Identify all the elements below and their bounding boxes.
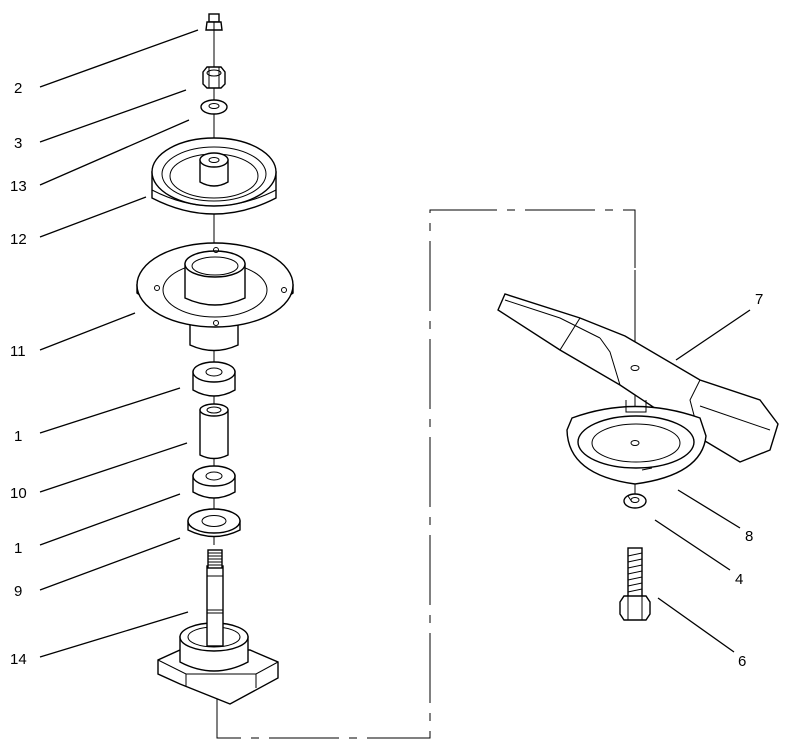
blade-adapter-part [566, 400, 707, 485]
blade-part [497, 293, 779, 463]
leader-line-4 [654, 519, 731, 571]
washer-part [200, 99, 228, 115]
leader-line-3 [39, 89, 187, 143]
leader-line-8 [677, 489, 741, 529]
grease-fitting-part [205, 13, 223, 31]
leader-line-6 [657, 597, 735, 653]
callout-4: 4 [735, 571, 743, 588]
leader-line-9 [39, 537, 181, 591]
seal-part [187, 508, 241, 538]
callout-12: 12 [10, 231, 27, 248]
leader-line-12 [39, 196, 147, 238]
callout-7: 7 [755, 291, 763, 308]
lower-bearing-part [192, 465, 236, 499]
pulley-part [151, 137, 277, 215]
leader-line-11 [39, 312, 136, 351]
leader-line-10 [39, 442, 188, 493]
leader-line-2 [39, 29, 199, 88]
nut-part [202, 66, 226, 89]
callout-1-lower: 1 [14, 540, 22, 557]
leader-line-7 [675, 309, 751, 361]
callout-9: 9 [14, 583, 22, 600]
upper-bearing-part [192, 361, 236, 397]
callout-10: 10 [10, 485, 27, 502]
callout-11: 11 [10, 343, 26, 360]
spindle-housing-part [136, 242, 294, 352]
callout-13: 13 [10, 178, 27, 195]
leader-line-1-upper [39, 387, 181, 434]
callout-14: 14 [10, 651, 27, 668]
callout-6: 6 [738, 653, 746, 670]
callout-3: 3 [14, 135, 22, 152]
lock-washer-part [623, 493, 647, 509]
spacer-tube-part [199, 403, 229, 460]
spindle-shaft-part [157, 549, 279, 705]
callout-1-upper: 1 [14, 428, 22, 445]
leader-line-1-lower [39, 493, 181, 546]
assembly-path-line [216, 209, 636, 739]
leader-line-14 [39, 611, 189, 658]
callout-2: 2 [14, 80, 22, 97]
bolt-part [619, 547, 651, 621]
leader-line-13 [39, 119, 190, 186]
callout-8: 8 [745, 528, 753, 545]
